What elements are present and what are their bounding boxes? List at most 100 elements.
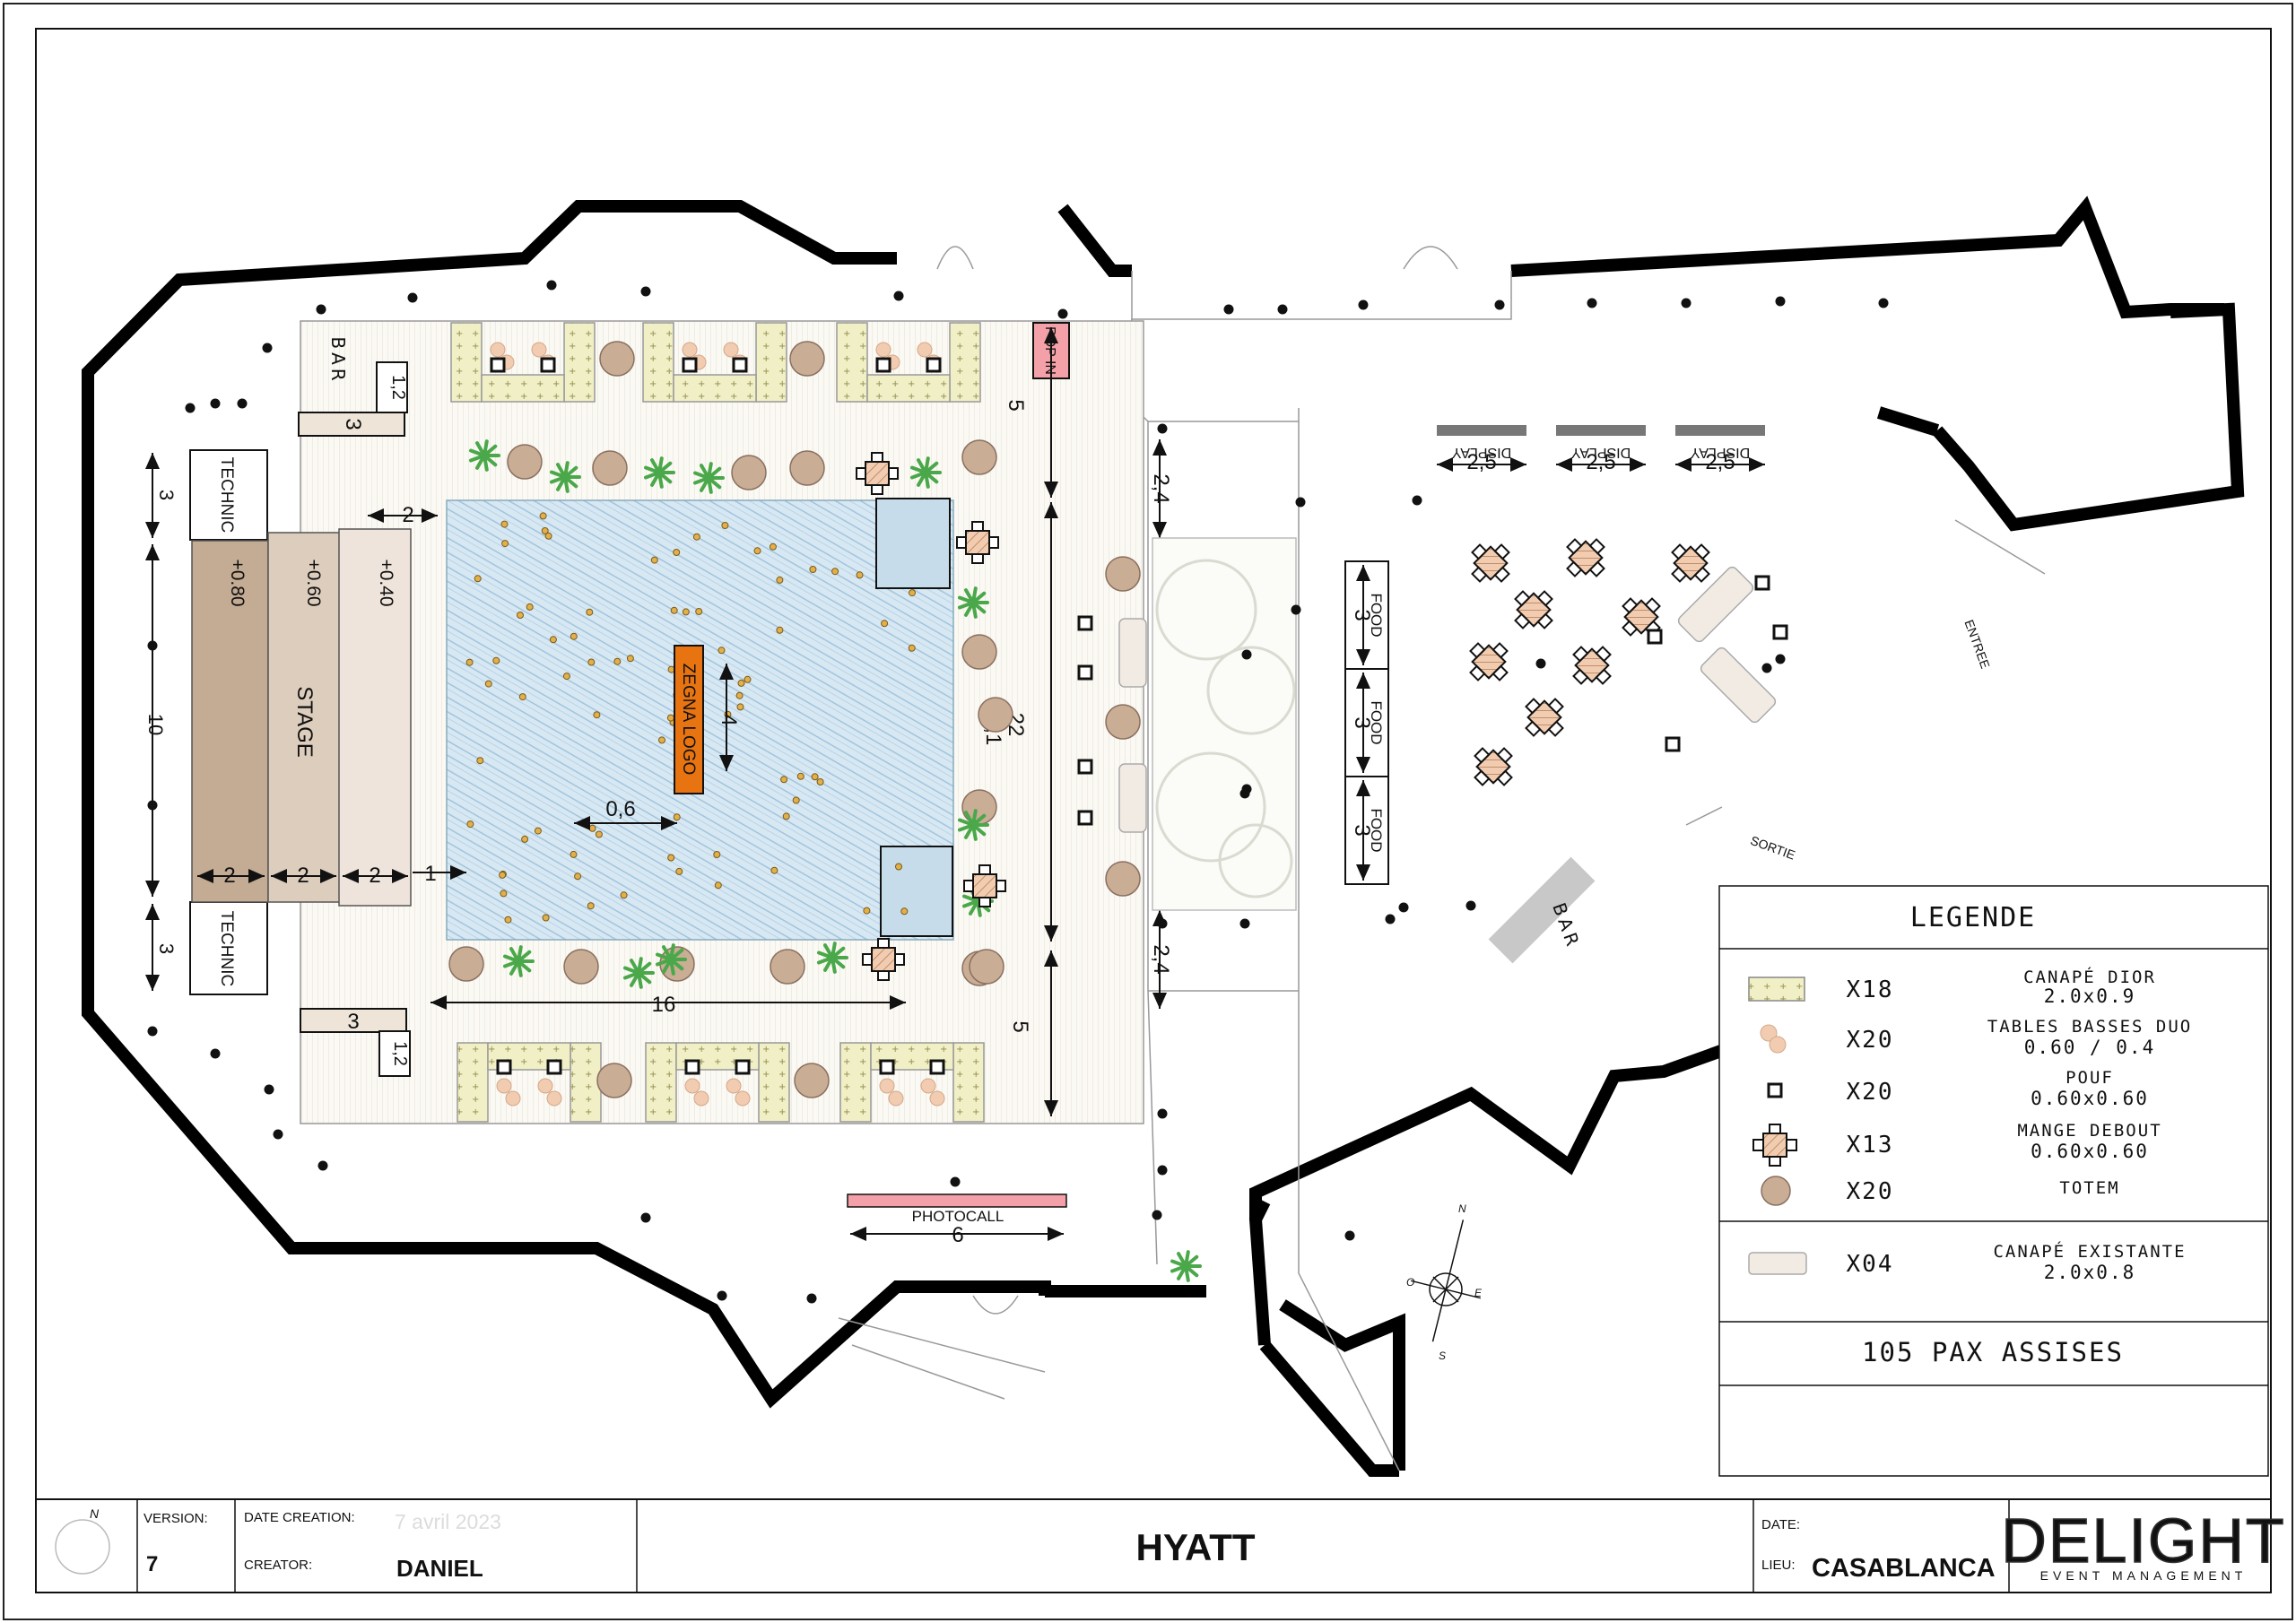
title-block: N VERSION: 7 DATE CREATION: 7 avril 2023… xyxy=(35,1498,2284,1593)
standing-table xyxy=(1469,642,1509,681)
dim-2-stage-gap: 2 xyxy=(402,503,413,527)
column xyxy=(1494,299,1505,310)
sofa-dior xyxy=(949,322,981,403)
stage-width-2: 2 xyxy=(297,864,309,888)
totem xyxy=(770,949,805,985)
standing-table-stool xyxy=(877,970,890,981)
pool-candle xyxy=(474,575,482,583)
column xyxy=(1587,298,1597,308)
column xyxy=(1152,1210,1162,1220)
coffee-table-duo xyxy=(531,342,547,358)
pool-candle xyxy=(673,549,681,556)
coffee-table-duo xyxy=(490,342,506,358)
legend-size-existing: 2.0x0.8 xyxy=(2044,1262,2136,1283)
totem xyxy=(563,949,599,985)
legend-size-table: 0.60 / 0.4 xyxy=(2024,1037,2155,1058)
existing-sofa-icon xyxy=(1748,1252,1807,1275)
plant-leaf xyxy=(831,946,846,959)
sofa-dior xyxy=(450,322,483,403)
pool-candle xyxy=(501,540,509,548)
column xyxy=(210,1048,221,1059)
legend-name-totem: TOTEM xyxy=(2059,1178,2119,1198)
pouf xyxy=(1077,664,1093,681)
pouf xyxy=(490,357,506,373)
photocall-label: PHOTOCALL xyxy=(912,1208,1004,1225)
plant xyxy=(1170,1250,1202,1282)
column xyxy=(1239,918,1250,929)
standing-table-stool xyxy=(862,953,873,966)
plant-leaf xyxy=(657,461,673,474)
pouf xyxy=(1754,575,1770,591)
plant xyxy=(958,586,989,619)
standing-table-stool xyxy=(1469,642,1486,659)
coffee-table-duo-icon xyxy=(1760,1024,1787,1054)
pool-candle xyxy=(658,736,665,744)
column xyxy=(1157,1165,1168,1176)
photocall-width: 6 xyxy=(952,1223,963,1247)
pouf xyxy=(1077,615,1093,631)
column xyxy=(147,1026,158,1037)
pouf xyxy=(732,357,748,373)
pool-candle xyxy=(650,556,658,564)
standing-table-stool xyxy=(1469,664,1486,681)
standing-tables xyxy=(856,452,1710,981)
north-label: N xyxy=(90,1506,100,1521)
standing-table-stool xyxy=(1622,620,1639,637)
totem xyxy=(596,1063,632,1098)
sofa-dior xyxy=(673,374,757,403)
pouf xyxy=(496,1059,512,1075)
version-label: VERSION: xyxy=(144,1511,208,1526)
food-width-1: 3 xyxy=(1350,609,1374,621)
bar-right-label: BAR xyxy=(1548,899,1585,951)
legend-qty-sofa: X18 xyxy=(1847,976,1894,1003)
standing-table-stool xyxy=(988,536,999,549)
totem xyxy=(794,1063,830,1098)
pool-candle xyxy=(675,867,683,875)
standing-table-stool xyxy=(1671,543,1688,560)
column xyxy=(262,343,273,353)
column xyxy=(717,1290,727,1301)
totem xyxy=(961,439,997,475)
pool-candle xyxy=(670,606,678,614)
standing-table xyxy=(1471,543,1510,583)
standing-table-stool xyxy=(1566,538,1583,555)
bar-right: BAR xyxy=(1488,856,1596,964)
plant xyxy=(910,456,942,489)
pool-candle xyxy=(526,603,534,611)
coffee-table-duo xyxy=(537,1078,553,1094)
zegna-logo: ZEGNA LOGO xyxy=(674,645,704,794)
sofa-dior xyxy=(570,1042,602,1123)
pool-candle xyxy=(782,812,790,820)
standing-table-stool xyxy=(963,880,974,892)
column xyxy=(273,1129,283,1140)
dim-5-top: 5 xyxy=(1004,399,1028,411)
pouf xyxy=(1772,624,1788,640)
standing-table-stool xyxy=(871,484,883,495)
standing-table-stool xyxy=(1496,769,1513,786)
legend-qty-table: X20 xyxy=(1847,1027,1894,1054)
standing-table xyxy=(1514,590,1553,629)
bar-top: BAR 1,2 3 xyxy=(298,336,408,437)
pool-candle xyxy=(737,679,745,687)
standing-table xyxy=(1474,747,1513,786)
pool-candle xyxy=(534,827,542,835)
compass-icon: N S E O xyxy=(1406,1202,1483,1362)
standing-table-stool xyxy=(1493,566,1510,583)
lieu-label: LIEU: xyxy=(1761,1558,1796,1573)
standing-table-stool xyxy=(1525,698,1542,715)
plant-leaf xyxy=(1184,1254,1199,1268)
pool-candle xyxy=(595,830,603,838)
displays: DISPLAY DISPLAY DISPLAY 2,5 2,5 2,5 xyxy=(1437,425,1765,474)
standing-table-stool xyxy=(978,864,991,875)
pool-candle xyxy=(714,881,722,890)
column xyxy=(1344,1230,1355,1241)
legend-name-standing: MANGE DEBOUT xyxy=(2017,1121,2161,1141)
standing-table xyxy=(1671,543,1710,583)
standing-table-stool xyxy=(1644,597,1661,614)
coffee-table-duo xyxy=(920,1078,936,1094)
date-creation-label: DATE CREATION: xyxy=(244,1510,355,1525)
plant-leaf xyxy=(971,813,987,827)
stage-dimensions: 3 10 3 2 1 xyxy=(144,453,466,991)
column xyxy=(1385,914,1396,924)
